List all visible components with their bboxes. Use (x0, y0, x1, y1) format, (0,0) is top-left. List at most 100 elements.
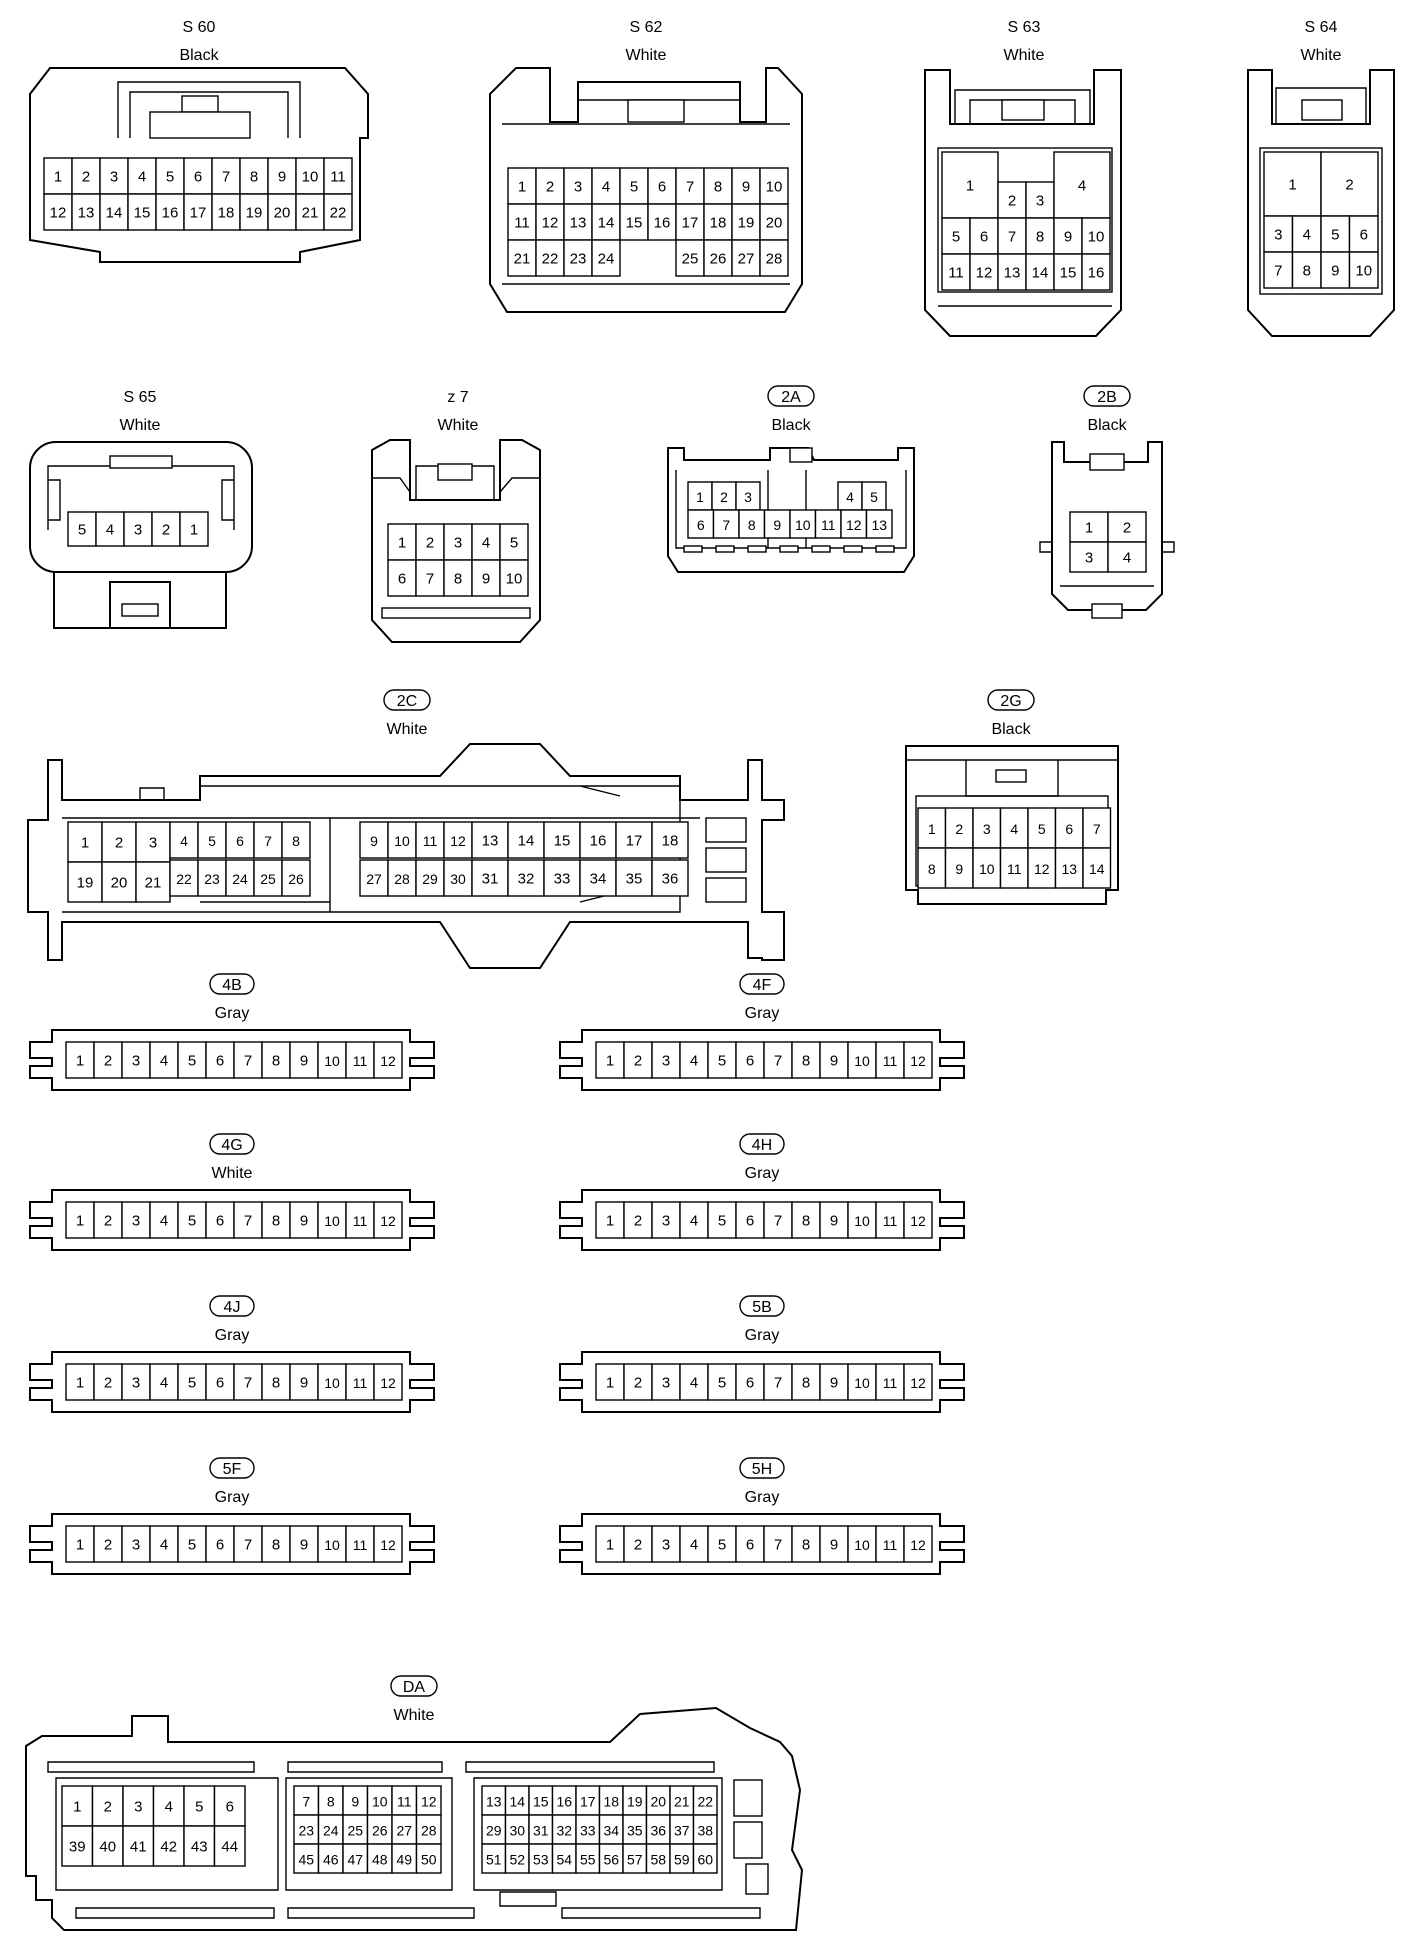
connector-4j-color: Gray (215, 1327, 250, 1344)
connector-da-cavity-49 (391, 1843, 418, 1874)
connector-5f-pin-3: 3 (132, 1537, 140, 1554)
connector-s65-tail-key (121, 603, 159, 617)
connector-2c-pin-25: 25 (260, 871, 276, 887)
connector-2g-pin-12: 12 (1034, 861, 1050, 877)
connector-4h-housing (559, 1189, 965, 1251)
connector-2a-slot (715, 545, 735, 553)
connector-4g-cavity-6 (205, 1201, 235, 1239)
connector-4j-cavity-2 (93, 1363, 123, 1401)
connector-z7-pin-1: 1 (398, 535, 406, 552)
connector-5h-pin-1: 1 (606, 1537, 614, 1554)
connector-2c-pin-11: 11 (423, 833, 438, 849)
connector-s60-pin-16: 16 (162, 205, 179, 222)
connector-2c-pin-20: 20 (111, 875, 128, 892)
connector-4g-pin-11: 11 (353, 1213, 368, 1229)
connector-4h-pin-12: 12 (910, 1213, 926, 1229)
connector-s60-pin-7: 7 (222, 169, 230, 186)
connector-z7-key (437, 463, 473, 481)
connector-2a-key (789, 447, 813, 463)
connector-4f-pin-2: 2 (634, 1053, 642, 1070)
connector-4h-cavity-2 (623, 1201, 653, 1239)
connector-5b-pin-3: 3 (662, 1375, 670, 1392)
connector-5f-cavity-12 (373, 1525, 403, 1563)
connector-2c-cavity-9 (359, 821, 389, 859)
connector-2c-pin-9: 9 (370, 833, 378, 849)
connector-4j-cavity-3 (121, 1363, 151, 1401)
connector-5b-cavity-6 (735, 1363, 765, 1401)
connector-5h-cavity-9 (819, 1525, 849, 1563)
connector-4b-cavity-4 (149, 1041, 179, 1079)
connector-da-pin-43: 43 (191, 1839, 208, 1856)
connector-da-pin-53: 53 (533, 1852, 549, 1868)
connector-s65-cavity-1 (179, 511, 209, 547)
connector-z7-pin-7: 7 (426, 571, 434, 588)
connector-2b-cavity-3 (1069, 541, 1109, 573)
connector-da-pin-7: 7 (302, 1794, 310, 1810)
connector-s63-pin-2: 2 (1008, 193, 1016, 210)
connector-2c-pin-12: 12 (450, 833, 466, 849)
connector-2c-cavity-31 (471, 859, 509, 897)
connector-s64-pin-5: 5 (1331, 227, 1339, 244)
connector-s63-pin-5: 5 (952, 229, 960, 246)
connector-da-cavity-2 (733, 1821, 763, 1859)
connector-s60-cavity-1 (43, 157, 73, 195)
connector-4g-pin-9: 9 (300, 1213, 308, 1230)
connector-s62-pin-9: 9 (742, 179, 750, 196)
connector-2b-pin-1: 1 (1085, 520, 1093, 537)
connector-s63-cavity-6 (969, 217, 999, 255)
connector-s63-pin-13: 13 (1004, 265, 1021, 282)
connector-s62-pin-16: 16 (654, 215, 671, 232)
connector-s62-pin-1: 1 (518, 179, 526, 196)
connector-da-pin-35: 35 (627, 1823, 643, 1839)
connector-5f-cavity-1 (65, 1525, 95, 1563)
connector-2c-cavity-11 (415, 821, 445, 859)
connector-5h-pin-3: 3 (662, 1537, 670, 1554)
connector-s62-cavity-15 (619, 203, 649, 241)
connector-z7-base (381, 607, 531, 619)
connector-2c-pin-3: 3 (149, 835, 157, 852)
connector-da-pin-37: 37 (674, 1823, 690, 1839)
connector-da-cavity-39 (61, 1825, 94, 1867)
connector-5f-housing (29, 1513, 435, 1575)
connector-s64-cavity-1 (1263, 151, 1322, 217)
connector-s62-cavity-27 (731, 239, 761, 277)
connector-4g-pin-5: 5 (188, 1213, 196, 1230)
connector-da-pin-11: 11 (397, 1794, 412, 1810)
connector-s63-pin-4: 4 (1078, 178, 1086, 195)
connector-5h-color: Gray (745, 1489, 780, 1506)
connector-2a-pin-8: 8 (748, 517, 756, 533)
connector-4g-name: 4G (221, 1137, 242, 1154)
connector-2c-pin-19: 19 (77, 875, 94, 892)
connector-5b-cavity-1 (595, 1363, 625, 1401)
connector-s60-cavity-14 (99, 193, 129, 231)
connector-5f-pin-1: 1 (76, 1537, 84, 1554)
connector-2c-pin-35: 35 (626, 871, 643, 888)
connector-5b-pin-11: 11 (883, 1375, 898, 1391)
connector-2b-color: Black (1087, 417, 1127, 434)
connector-da-pin-8: 8 (327, 1794, 335, 1810)
connector-4f-housing (559, 1029, 965, 1091)
connector-4h-tag (739, 1133, 785, 1155)
connector-4g-cavity-8 (261, 1201, 291, 1239)
connector-2c-pin-13: 13 (482, 833, 499, 850)
connector-2c-cavity-2 (705, 847, 747, 873)
connector-z7-cavity-4 (471, 523, 501, 561)
connector-2g-tag (987, 689, 1035, 711)
connector-4b-cavity-12 (373, 1041, 403, 1079)
connector-s60-pin-13: 13 (78, 205, 95, 222)
connector-2c-cavity-17 (615, 821, 653, 859)
connector-4h-pin-10: 10 (854, 1213, 870, 1229)
connector-s62-pin-28: 28 (766, 251, 783, 268)
connector-4j-cavity-8 (261, 1363, 291, 1401)
connector-s62-pin-3: 3 (574, 179, 582, 196)
connector-5f-pin-4: 4 (160, 1537, 168, 1554)
connector-4h-pin-5: 5 (718, 1213, 726, 1230)
connector-s63-cavity-4 (1053, 151, 1111, 219)
connector-2g-pin-4: 4 (1010, 821, 1018, 837)
connector-z7-cavity-3 (443, 523, 473, 561)
connector-4g-pin-3: 3 (132, 1213, 140, 1230)
